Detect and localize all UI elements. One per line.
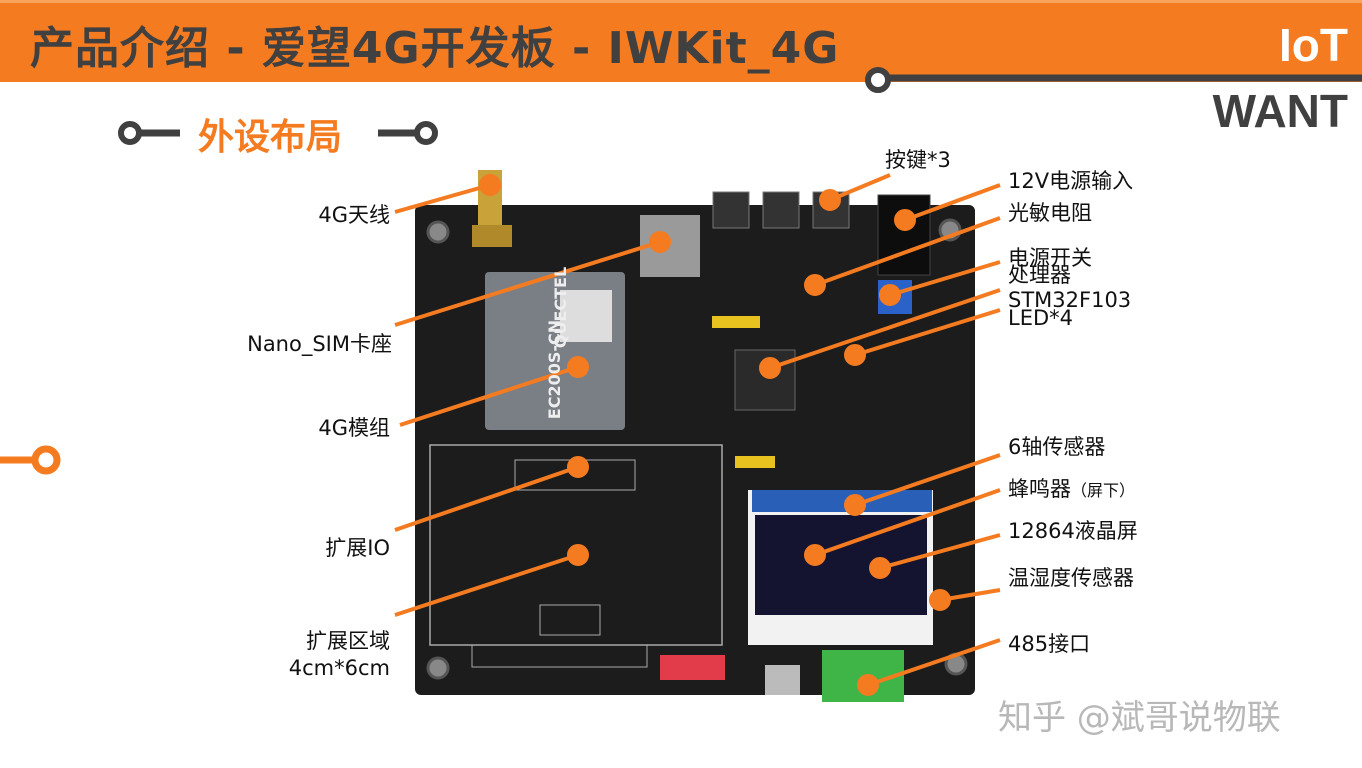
edge-node-icon <box>31 445 61 475</box>
label-buzzer-text: 蜂鸣器 <box>1008 477 1071 501</box>
label-imu: 6轴传感器 <box>1008 435 1106 459</box>
section-title: 外设布局 <box>198 117 343 158</box>
header-node-icon <box>865 67 891 93</box>
label-processor-model: STM32F103 <box>1008 288 1132 312</box>
label-buzzer: 蜂鸣器（屏下） <box>1008 473 1135 503</box>
label-sim: Nano_SIM卡座 <box>247 332 392 356</box>
label-expansion-area-size: 4cm*6cm <box>288 656 390 680</box>
label-expansion-area: 扩展区域 <box>306 629 390 653</box>
label-led: LED*4 <box>1008 306 1073 330</box>
page-title: 产品介绍 - 爱望4G开发板 - IWKit_4G <box>30 23 840 74</box>
watermark: 知乎 @斌哥说物联 <box>998 698 1281 738</box>
label-rs485: 485接口 <box>1008 632 1091 656</box>
logo-want: WANT <box>1212 85 1348 137</box>
leader-lines <box>394 173 1001 696</box>
label-expansion-io: 扩展IO <box>325 536 390 560</box>
label-temp-humidity: 温湿度传感器 <box>1008 566 1134 590</box>
label-buzzer-note: （屏下） <box>1071 481 1136 500</box>
label-antenna: 4G天线 <box>318 203 390 227</box>
label-power-input: 12V电源输入 <box>1008 169 1134 193</box>
label-processor: 处理器 <box>1008 263 1071 287</box>
module-name-text: EC200S-CN <box>545 319 565 420</box>
logo-iot: IoT <box>1279 19 1348 71</box>
label-lcd: 12864液晶屏 <box>1008 519 1138 543</box>
section-node-right-icon <box>414 121 438 145</box>
pcb-board <box>415 170 975 702</box>
label-power-switch: 电源开关 <box>1008 246 1092 270</box>
header-band <box>0 0 1362 82</box>
label-photoresistor: 光敏电阻 <box>1008 201 1092 225</box>
section-node-left-icon <box>118 121 142 145</box>
label-keys: 按键*3 <box>885 148 951 172</box>
label-4g-module: 4G模组 <box>318 416 390 440</box>
